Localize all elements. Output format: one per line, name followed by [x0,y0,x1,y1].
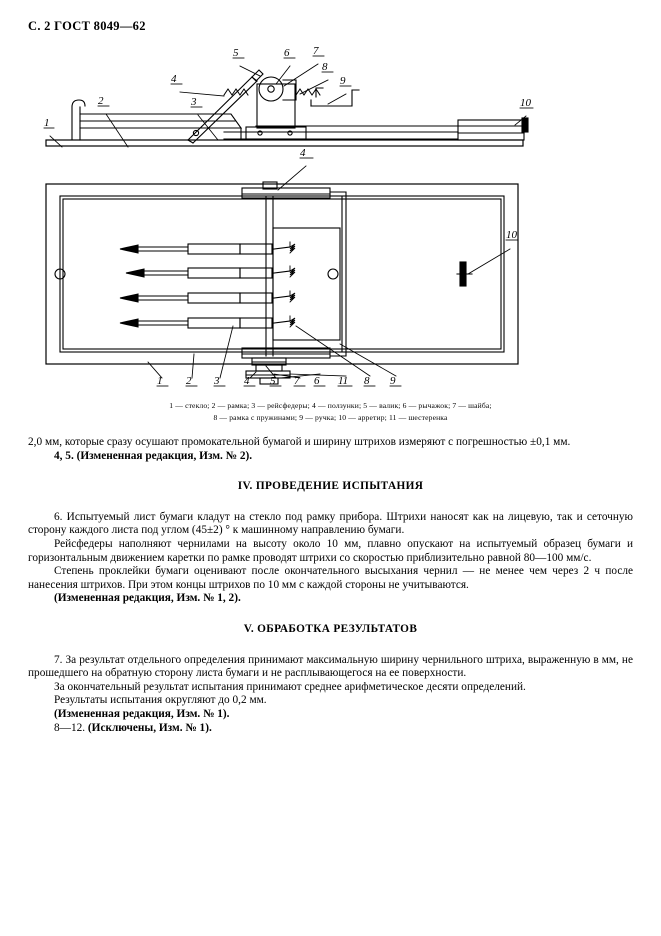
callout-3-plan: 3 [213,375,220,387]
callout-2-side: 2 [98,95,104,107]
paragraph-final-result: За окончательный результат испытания при… [54,680,526,693]
body-text: 2,0 мм, которые сразу осушают промокател… [28,436,633,735]
figure-legend-line-2: 8 — рамка с пружинами; 9 — ручка; 10 — а… [213,412,448,422]
note-revision-1: (Измененная редакция, Изм. № 1). [54,707,230,720]
callout-6-side: 6 [284,47,290,59]
callout-7-side: 7 [313,45,319,57]
callout-8-plan: 8 [364,375,370,387]
paragraph-7: 7. За результат отдельного определения п… [28,653,633,680]
figure-callout-labels: 1 2 3 4 5 6 7 8 9 10 4 10 1 2 3 4 5 7 6 [44,45,532,387]
note-revision-4-5: 4, 5. (Измененная редакция, Изм. № 2). [54,449,253,462]
paragraph-sizing: Степень проклейки бумаги оценивают после… [28,565,633,591]
figure-legend-line-1: 1 — стекло; 2 — рамка; 3 — рейсфедеры; 4… [169,401,492,410]
paragraph-continued: 2,0 мм, которые сразу осушают промокател… [28,436,571,448]
callout-10-side: 10 [520,97,532,109]
callout-1-side: 1 [44,117,50,129]
page-header: С. 2 ГОСТ 8049—62 [28,19,146,33]
callout-8-side: 8 [322,61,328,73]
paragraph-rounding: Результаты испытания округляют до 0,2 мм… [54,694,267,707]
callout-3-side: 3 [190,96,197,108]
callout-10-plan: 10 [506,229,518,241]
callout-11-plan: 11 [338,375,348,387]
technical-figure: 1 2 3 4 5 6 7 8 9 10 4 10 1 2 3 4 5 7 6 [28,44,633,396]
note-revision-1-2: (Измененная редакция, Изм. № 1, 2). [54,592,241,605]
callout-4-side: 4 [171,73,177,85]
apparatus-drawing: 1 2 3 4 5 6 7 8 9 10 4 10 1 2 3 4 5 7 6 [43,45,534,387]
callout-2-plan: 2 [186,375,192,387]
callout-5-plan: 5 [270,375,276,387]
section-heading-v: V. ОБРАБОТКА РЕЗУЛЬТАТОВ [243,622,418,635]
callout-1-plan: 1 [157,375,163,387]
callout-4-plan: 4 [300,147,306,159]
paragraph-6: 6. Испытуемый лист бумаги кладут на стек… [28,510,633,537]
paragraph-pens: Рейсфедеры наполняют чернилами на высоту… [28,537,633,564]
callout-4b-plan: 4 [244,375,250,387]
note-excluded-8-12: 8—12. (Исключены, Изм. № 1). [54,721,212,734]
figure-legend: 1 — стекло; 2 — рамка; 3 — рейсфедеры; 4… [28,400,633,423]
callout-7-plan: 7 [294,375,300,387]
section-heading-iv: IV. ПРОВЕДЕНИЕ ИСПЫТАНИЯ [237,480,424,493]
callout-6-plan: 6 [314,375,320,387]
callout-9-plan: 9 [390,375,396,387]
callout-5-side: 5 [233,47,239,59]
callout-9-side: 9 [340,75,346,87]
